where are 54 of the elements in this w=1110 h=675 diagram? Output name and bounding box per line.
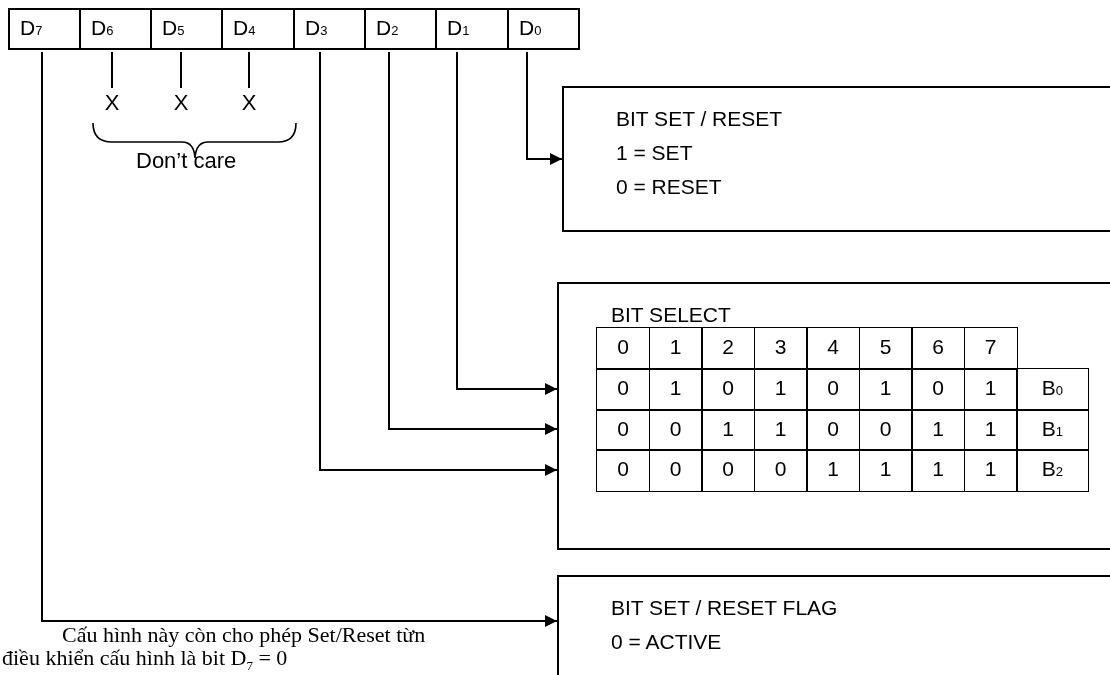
box-text: 1 = SET (616, 140, 694, 166)
table-cell: 1 (806, 449, 860, 492)
table-cell: 3 (753, 327, 808, 370)
table-cell: 0 (911, 368, 965, 411)
arrow (456, 51, 558, 395)
table-cell: 1 (648, 327, 703, 370)
table-cell: 0 (806, 409, 860, 451)
table-cell: 0 (753, 449, 808, 492)
table-cell: 0 (596, 327, 650, 370)
x-mark: X (167, 90, 195, 120)
body-text: Cấu hình này còn cho phép Set/Reset từn (62, 622, 426, 648)
arrow (526, 51, 563, 165)
table-cell: 1 (963, 368, 1018, 411)
table-cell: 0 (701, 449, 755, 492)
table-cell: 1 (911, 409, 965, 451)
box-text: 0 = RESET (616, 174, 723, 200)
table-cell: 6 (911, 327, 965, 370)
table-cell: 4 (806, 327, 860, 370)
register-box (557, 282, 1110, 550)
box-heading: BIT SET / RESET (616, 106, 784, 132)
register-box (562, 86, 1110, 232)
arrow (41, 51, 558, 627)
table-cell: 2 (701, 327, 755, 370)
x-mark: X (235, 90, 263, 120)
arrow (319, 51, 558, 476)
connector-line (248, 51, 250, 89)
table-cell: 0 (648, 449, 703, 492)
table-cell: 1 (858, 368, 913, 411)
register-box (557, 575, 1110, 675)
table-cell: 1 (753, 409, 808, 451)
box-heading: BIT SET / RESET FLAG (611, 595, 839, 621)
table-cell: 1 (753, 368, 808, 411)
table-cell: 7 (963, 327, 1018, 370)
x-mark: X (98, 90, 126, 120)
brace-label: Don’t care (136, 148, 237, 174)
table-cell: 1 (963, 409, 1018, 451)
table-cell: 0 (858, 409, 913, 451)
table-cell: 5 (858, 327, 913, 370)
table-cell: 0 (596, 409, 650, 451)
table-cell: 1 (963, 449, 1018, 492)
table-cell: 0 (806, 368, 860, 411)
connector-line (111, 51, 113, 89)
table-cell: 0 (596, 368, 650, 411)
table-cell: 0 (596, 449, 650, 492)
box-heading: BIT SELECT (611, 302, 732, 328)
arrow (388, 51, 558, 435)
table-cell: 1 (701, 409, 755, 451)
table-cell: 0 (701, 368, 755, 411)
table-cell: 1 (911, 449, 965, 492)
table-cell: 1 (648, 368, 703, 411)
connector-line (180, 51, 182, 89)
table-cell: 0 (648, 409, 703, 451)
table-cell: 1 (858, 449, 913, 492)
box-text: 0 = ACTIVE (611, 629, 723, 655)
